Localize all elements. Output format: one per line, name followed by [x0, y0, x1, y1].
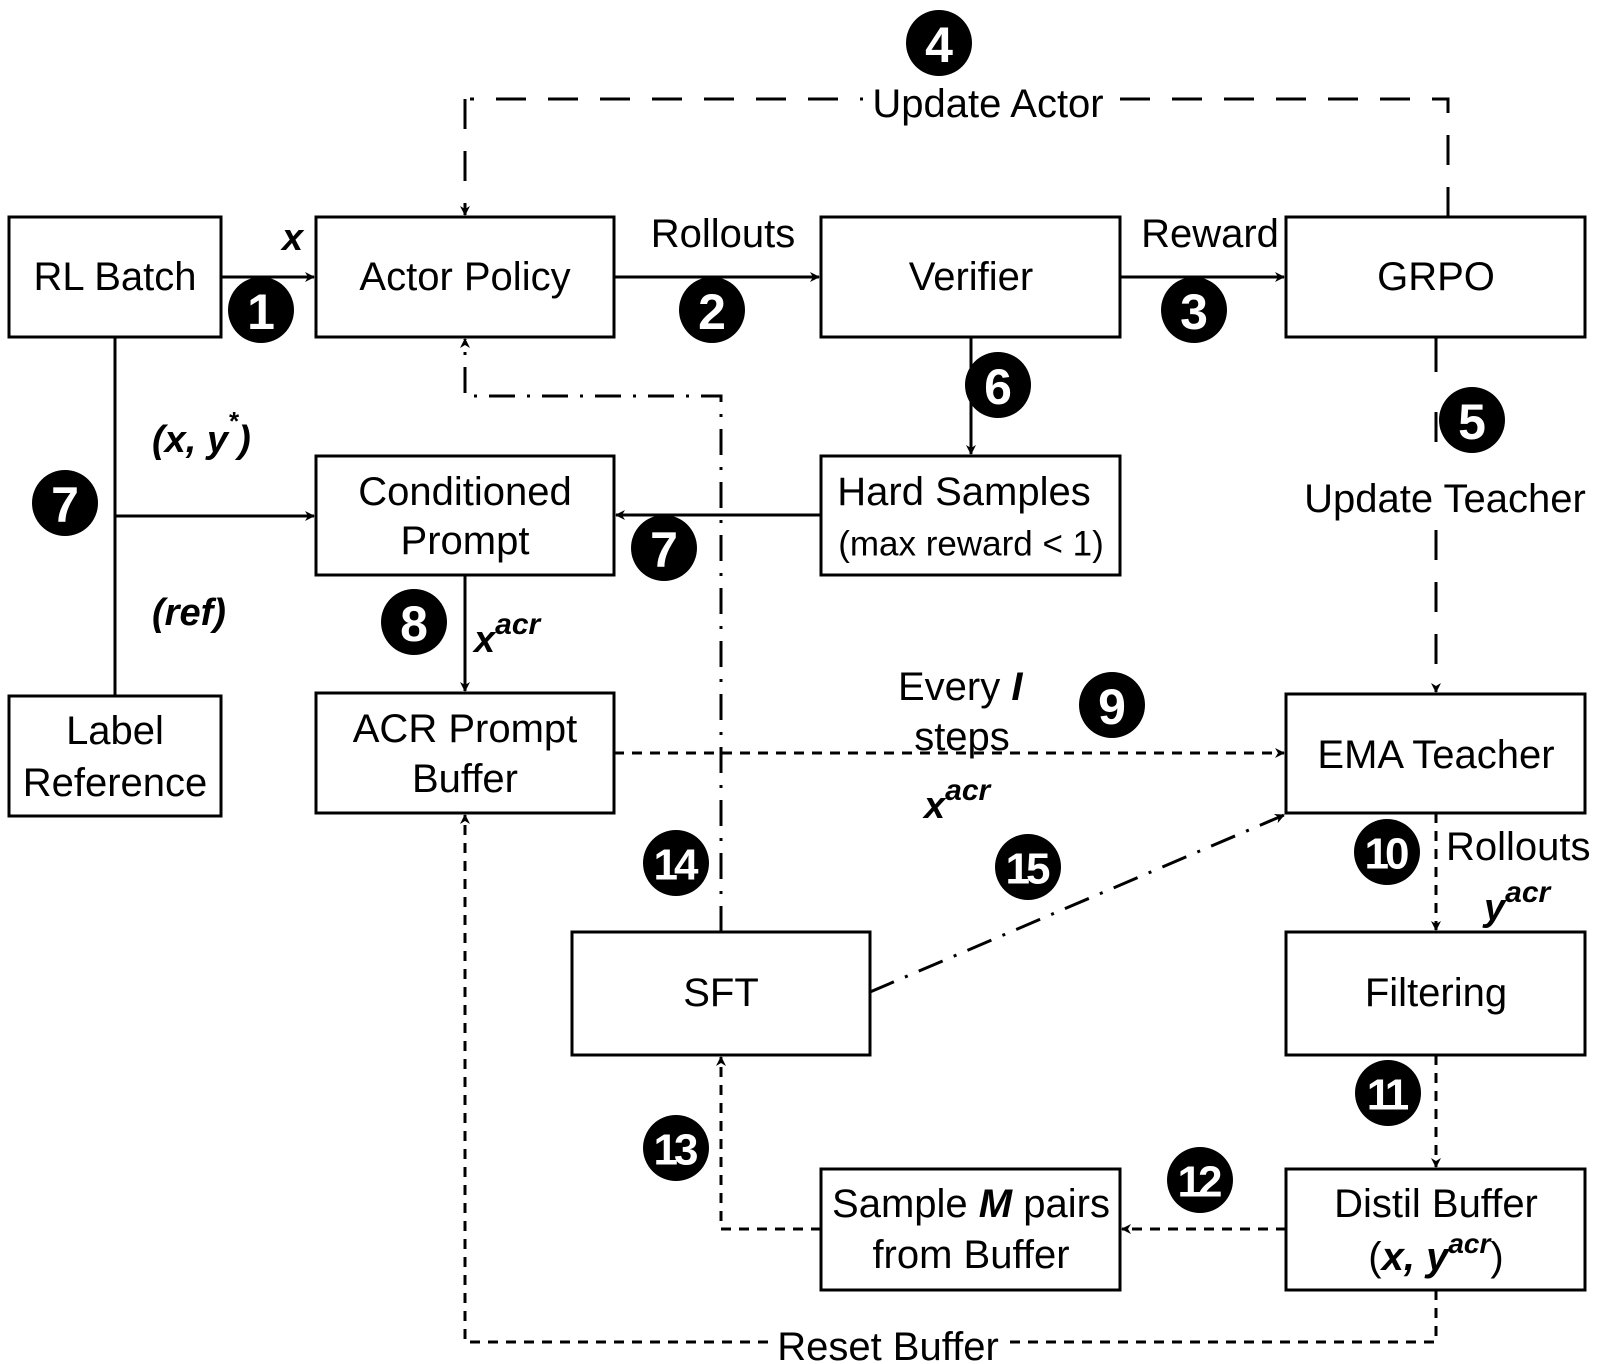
- edge-update-actor: [470, 97, 1450, 217]
- step-badge-5: 5: [1439, 387, 1505, 453]
- svg-text:13: 13: [654, 1126, 697, 1175]
- label-update-actor: Update Actor: [872, 82, 1103, 126]
- node-grpo-label: GRPO: [1377, 255, 1495, 299]
- label-ref: (ref): [152, 592, 226, 634]
- node-label-reference-line1: Label: [66, 709, 164, 753]
- svg-text:2: 2: [698, 284, 726, 340]
- edge-sft-to-ema: [869, 813, 1285, 994]
- node-hard-samples-line1: Hard Samples: [837, 470, 1090, 514]
- step-badge-8: 8: [381, 589, 447, 655]
- step-badge-3: 3: [1161, 277, 1227, 343]
- label-reset-buffer: Reset Buffer: [777, 1325, 999, 1364]
- svg-text:11: 11: [1367, 1071, 1409, 1120]
- node-distil-buffer-line2: (x, yacr): [1368, 1228, 1503, 1280]
- node-verifier: Verifier: [819, 215, 1122, 339]
- svg-text:9: 9: [1098, 679, 1126, 735]
- svg-text:7: 7: [51, 477, 79, 533]
- node-distil-buffer-line1: Distil Buffer: [1334, 1182, 1538, 1226]
- label-x-ystar: (x, y*): [152, 406, 251, 461]
- svg-text:6: 6: [984, 359, 1012, 415]
- step-badge-15: 15: [995, 834, 1061, 900]
- node-conditioned-prompt-line2: Prompt: [401, 519, 530, 563]
- node-conditioned-prompt: Conditioned Prompt: [314, 454, 616, 577]
- node-sample-pairs: Sample M pairs from Buffer: [819, 1167, 1122, 1292]
- node-label-reference-line2: Reference: [23, 761, 208, 805]
- step-badge-1: 1: [228, 277, 294, 343]
- node-actor-policy-label: Actor Policy: [359, 255, 570, 299]
- node-acr-prompt-buffer: ACR Prompt Buffer: [314, 691, 616, 815]
- label-reward: Reward: [1141, 212, 1279, 256]
- svg-text:1: 1: [247, 284, 275, 340]
- node-label-reference: Label Reference: [7, 694, 223, 818]
- svg-text:12: 12: [1178, 1158, 1221, 1207]
- step-badge-13: 13: [643, 1115, 709, 1181]
- edge-sft-to-actor: [460, 338, 723, 932]
- node-acr-prompt-buffer-line1: ACR Prompt: [353, 707, 578, 751]
- step-badge-10: 10: [1354, 819, 1420, 885]
- svg-text:3: 3: [1180, 284, 1208, 340]
- step-badge-7-right: 7: [631, 515, 697, 581]
- node-hard-samples: Hard Samples (max reward < 1): [819, 454, 1122, 577]
- node-rl-batch: RL Batch: [7, 215, 223, 339]
- step-badge-4: 4: [906, 10, 972, 76]
- label-x-acr-9: xacr: [922, 774, 993, 827]
- update-actor-label-bg: [863, 80, 1113, 120]
- label-y-acr-10: yacr: [1482, 876, 1553, 929]
- step-badge-7-left: 7: [32, 470, 98, 536]
- label-steps: steps: [914, 715, 1010, 759]
- step-badge-11: 11: [1355, 1060, 1421, 1126]
- svg-text:7: 7: [650, 522, 678, 578]
- node-distil-buffer: Distil Buffer (x, yacr): [1284, 1167, 1587, 1292]
- node-actor-policy: Actor Policy: [314, 215, 616, 339]
- node-sft: SFT: [570, 930, 872, 1057]
- step-badge-12: 12: [1167, 1147, 1233, 1213]
- node-filtering: Filtering: [1284, 930, 1587, 1057]
- step-badge-6: 6: [965, 352, 1031, 418]
- node-grpo: GRPO: [1284, 215, 1587, 339]
- node-filtering-label: Filtering: [1365, 971, 1507, 1015]
- step-badge-2: 2: [679, 277, 745, 343]
- node-verifier-label: Verifier: [909, 255, 1034, 299]
- node-sft-label: SFT: [683, 971, 759, 1015]
- label-every-i: Every I: [898, 665, 1023, 709]
- svg-text:5: 5: [1458, 394, 1486, 450]
- label-x-acr-8: xacr: [472, 608, 543, 661]
- node-hard-samples-line2: (max reward < 1): [838, 525, 1104, 564]
- label-rollouts: Rollouts: [651, 212, 796, 256]
- svg-text:14: 14: [654, 841, 699, 890]
- node-acr-prompt-buffer-line2: Buffer: [412, 757, 518, 801]
- node-conditioned-prompt-line1: Conditioned: [358, 470, 572, 514]
- edge-reset-buffer: [460, 814, 1438, 1344]
- node-rl-batch-label: RL Batch: [33, 255, 196, 299]
- svg-text:15: 15: [1006, 845, 1050, 894]
- edge-sample-to-sft: [716, 1056, 821, 1231]
- node-ema-teacher: EMA Teacher: [1284, 692, 1587, 815]
- svg-text:8: 8: [400, 596, 428, 652]
- label-x: x: [280, 217, 305, 259]
- node-sample-pairs-line2: from Buffer: [872, 1233, 1069, 1277]
- reset-buffer-label-bg: [770, 1325, 1006, 1364]
- node-ema-teacher-label: EMA Teacher: [1317, 733, 1554, 777]
- step-badge-14: 14: [643, 830, 709, 896]
- label-rollouts-10: Rollouts: [1446, 825, 1591, 869]
- svg-text:10: 10: [1365, 830, 1408, 879]
- label-update-teacher: Update Teacher: [1304, 477, 1586, 521]
- node-sample-pairs-line1: Sample M pairs: [832, 1182, 1110, 1226]
- svg-text:4: 4: [925, 17, 953, 73]
- step-badge-9: 9: [1079, 672, 1145, 738]
